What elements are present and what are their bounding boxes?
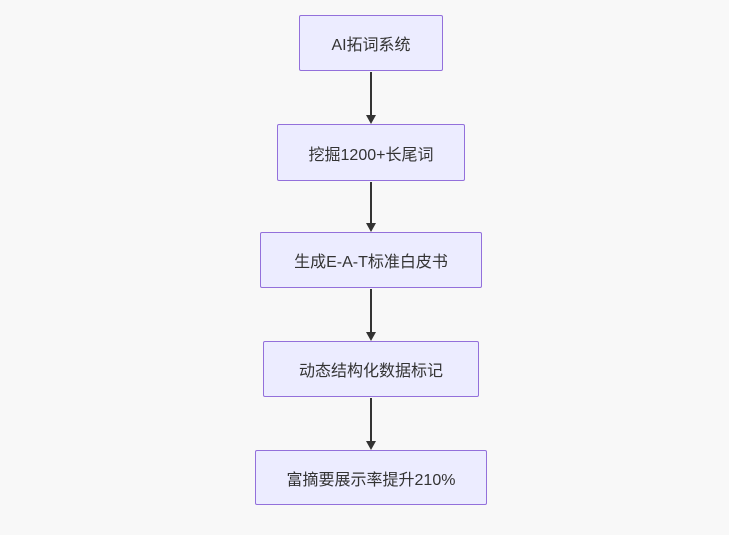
flow-node-rich-snippet-result: 富摘要展示率提升210% — [255, 450, 487, 505]
flow-node-label: 动态结构化数据标记 — [298, 363, 443, 380]
flow-node-label: AI拓词系统 — [331, 37, 411, 54]
arrow-head-down-icon — [366, 441, 376, 450]
arrow-head-down-icon — [366, 332, 376, 341]
flow-node-longtail-mining: 挖掘1200+长尾词 — [277, 124, 465, 181]
arrow-line — [370, 182, 372, 224]
flow-node-eat-whitepaper: 生成E-A-T标准白皮书 — [260, 232, 482, 288]
flow-node-ai-keyword-system: AI拓词系统 — [299, 15, 443, 71]
arrow-head-down-icon — [366, 223, 376, 232]
arrow-line — [370, 398, 372, 442]
flow-node-label: 生成E-A-T标准白皮书 — [294, 254, 448, 271]
arrow-connector — [366, 72, 376, 124]
arrow-head-down-icon — [366, 115, 376, 124]
flow-node-label: 挖掘1200+长尾词 — [308, 146, 434, 164]
arrow-connector — [366, 398, 376, 450]
flow-node-structured-data-markup: 动态结构化数据标记 — [263, 341, 479, 397]
arrow-line — [370, 289, 372, 333]
arrow-connector — [366, 182, 376, 232]
arrow-connector — [366, 289, 376, 341]
flow-node-label: 富摘要展示率提升210% — [286, 471, 456, 489]
arrow-line — [370, 72, 372, 116]
